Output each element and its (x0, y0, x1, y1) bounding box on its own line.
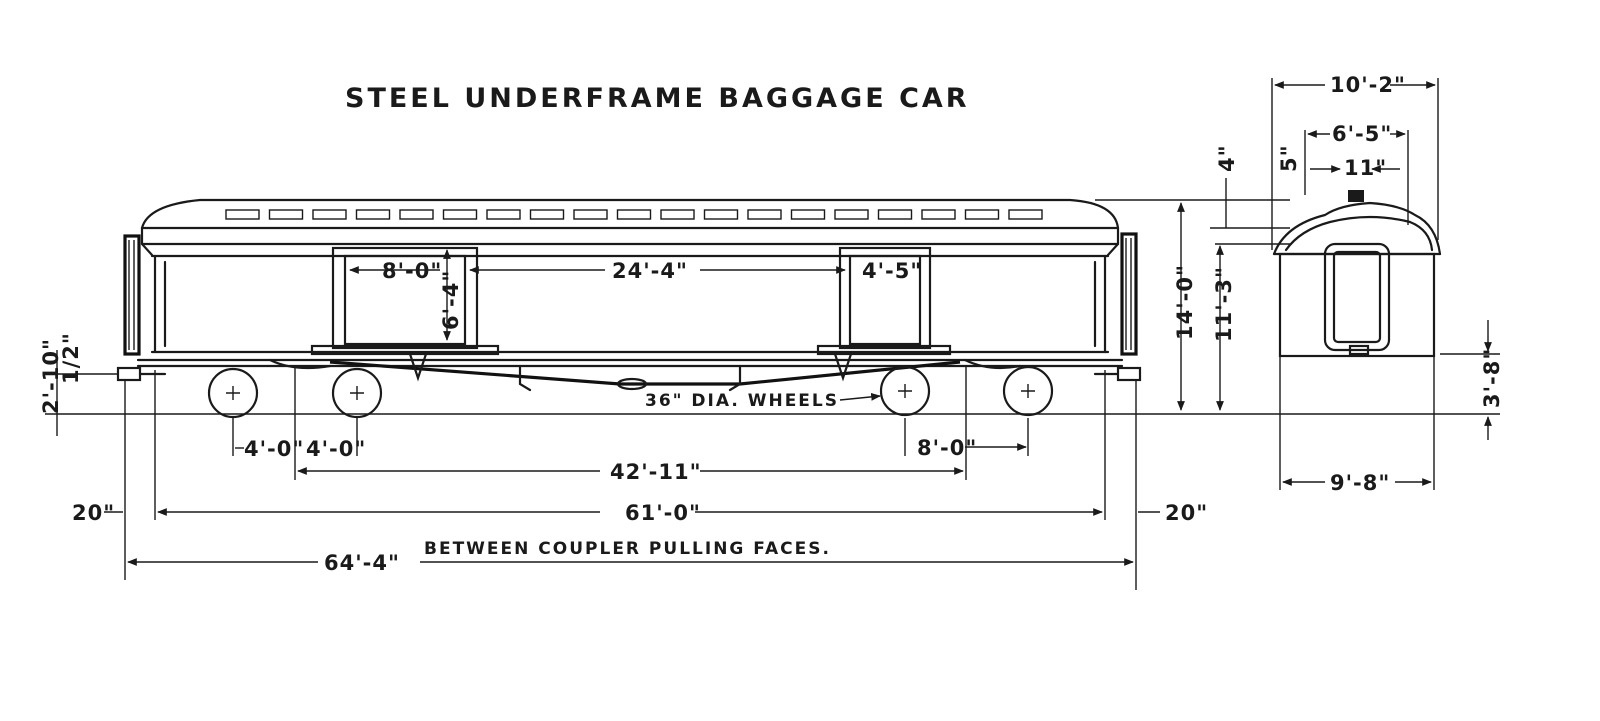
car-body (123, 198, 1138, 368)
clerestory-windows (225, 209, 1043, 220)
clerestory-window (355, 209, 391, 220)
clerestory-window (312, 209, 347, 220)
dim-door-offset: 4'-5" (862, 259, 922, 283)
clerestory-window (616, 209, 652, 220)
dim-door-height: 6'-4" (439, 270, 463, 330)
wheel-note: 36" DIA. WHEELS (645, 391, 839, 411)
drawing-title: STEEL UNDERFRAME BAGGAGE CAR (345, 83, 970, 114)
dim-wheelbase-a: 4'-0" (244, 437, 304, 461)
clerestory-window (486, 209, 521, 220)
dim-height-overall: 14'-0" (1173, 264, 1197, 340)
clerestory-window (573, 209, 608, 220)
dim-coupler-left: 20" (72, 501, 115, 525)
overall-note: BETWEEN COUPLER PULLING FACES. (424, 539, 831, 559)
coupler-right (1093, 366, 1142, 382)
dim-body-length: 61'-0" (625, 501, 701, 525)
dim-height-eaves: 11'-3" (1212, 266, 1236, 342)
dim-truck-centers: 42'-11" (610, 460, 702, 484)
dim-coupler-height-frac: 1/2" (59, 332, 83, 384)
wheel (331, 367, 383, 419)
coupler-left (116, 366, 167, 382)
wheel (207, 367, 259, 419)
dim-end-sill-width: 9'-8" (1330, 471, 1390, 495)
dim-end-floor-height: 3'-8" (1480, 348, 1504, 408)
dim-coupler-height: 2'-10" (39, 338, 63, 414)
dim-wheelbase-right: 8'-0" (917, 436, 977, 460)
side-door-left (310, 246, 500, 356)
clerestory-window (268, 209, 304, 220)
dim-end-clerestory: 6'-5" (1332, 122, 1392, 146)
clerestory-window (442, 209, 478, 220)
dim-door-spacing: 24'-4" (612, 259, 688, 283)
clerestory-window (399, 209, 434, 220)
clerestory-window (921, 209, 956, 220)
clerestory-window (660, 209, 695, 220)
dim-door-width: 8'-0" (382, 259, 442, 283)
dim-end-roof-5: 5" (1277, 144, 1301, 172)
dim-overall-length: 64'-4" (324, 551, 400, 575)
clerestory-window (877, 209, 913, 220)
clerestory-window (225, 209, 260, 220)
dim-coupler-right: 20" (1165, 501, 1208, 525)
dim-end-inner: 11" (1344, 156, 1387, 180)
wheel (879, 365, 931, 417)
dim-end-width-top: 10'-2" (1330, 73, 1406, 97)
clerestory-window (1008, 209, 1043, 220)
dim-wheelbase-b: 4'-0" (306, 437, 366, 461)
clerestory-window (703, 209, 739, 220)
clerestory-window (747, 209, 782, 220)
dim-roof-4: 4" (1215, 144, 1239, 172)
clerestory-window (964, 209, 1000, 220)
clerestory-window (529, 209, 565, 220)
clerestory-window (790, 209, 826, 220)
clerestory-window (834, 209, 869, 220)
end-view (1272, 190, 1442, 358)
wheel (1002, 365, 1054, 417)
underframe (268, 352, 1022, 392)
side-door-right (816, 246, 952, 356)
